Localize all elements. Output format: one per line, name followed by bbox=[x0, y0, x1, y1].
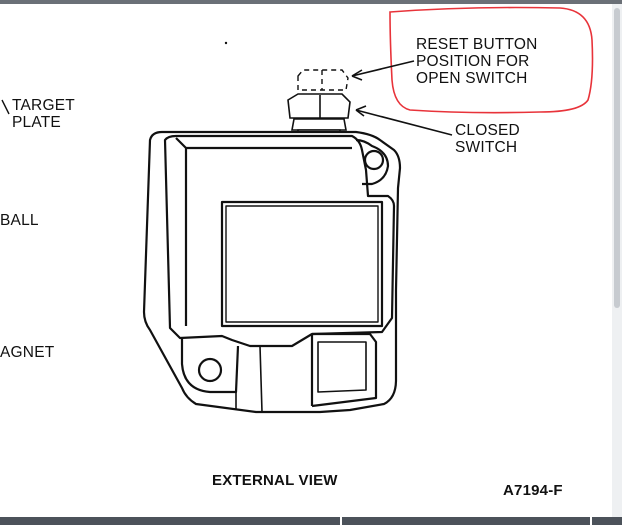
label-ball: BALL bbox=[0, 212, 39, 229]
label-target-plate: TARGET PLATE bbox=[12, 97, 75, 131]
window-bottom-bar bbox=[0, 517, 622, 525]
reset-arrow bbox=[351, 60, 415, 77]
figure-id: A7194-F bbox=[503, 482, 563, 499]
switch-housing bbox=[142, 130, 402, 414]
reset-button-open-position bbox=[297, 69, 349, 91]
label-magnet: AGNET bbox=[0, 344, 55, 361]
scrollbar-thumb[interactable] bbox=[614, 8, 620, 308]
window-top-bar bbox=[0, 0, 622, 4]
label-reset-button: RESET BUTTON POSITION FOR OPEN SWITCH bbox=[416, 36, 538, 87]
bottom-bar-divider bbox=[590, 517, 592, 525]
speck bbox=[224, 41, 228, 45]
closed-switch-arrow bbox=[355, 109, 453, 136]
caption-external-view: EXTERNAL VIEW bbox=[212, 472, 338, 489]
bottom-bar-divider bbox=[340, 517, 342, 525]
label-closed-switch: CLOSED SWITCH bbox=[455, 122, 520, 156]
target-plate-leader bbox=[1, 99, 10, 115]
annotation-circle bbox=[389, 6, 594, 114]
